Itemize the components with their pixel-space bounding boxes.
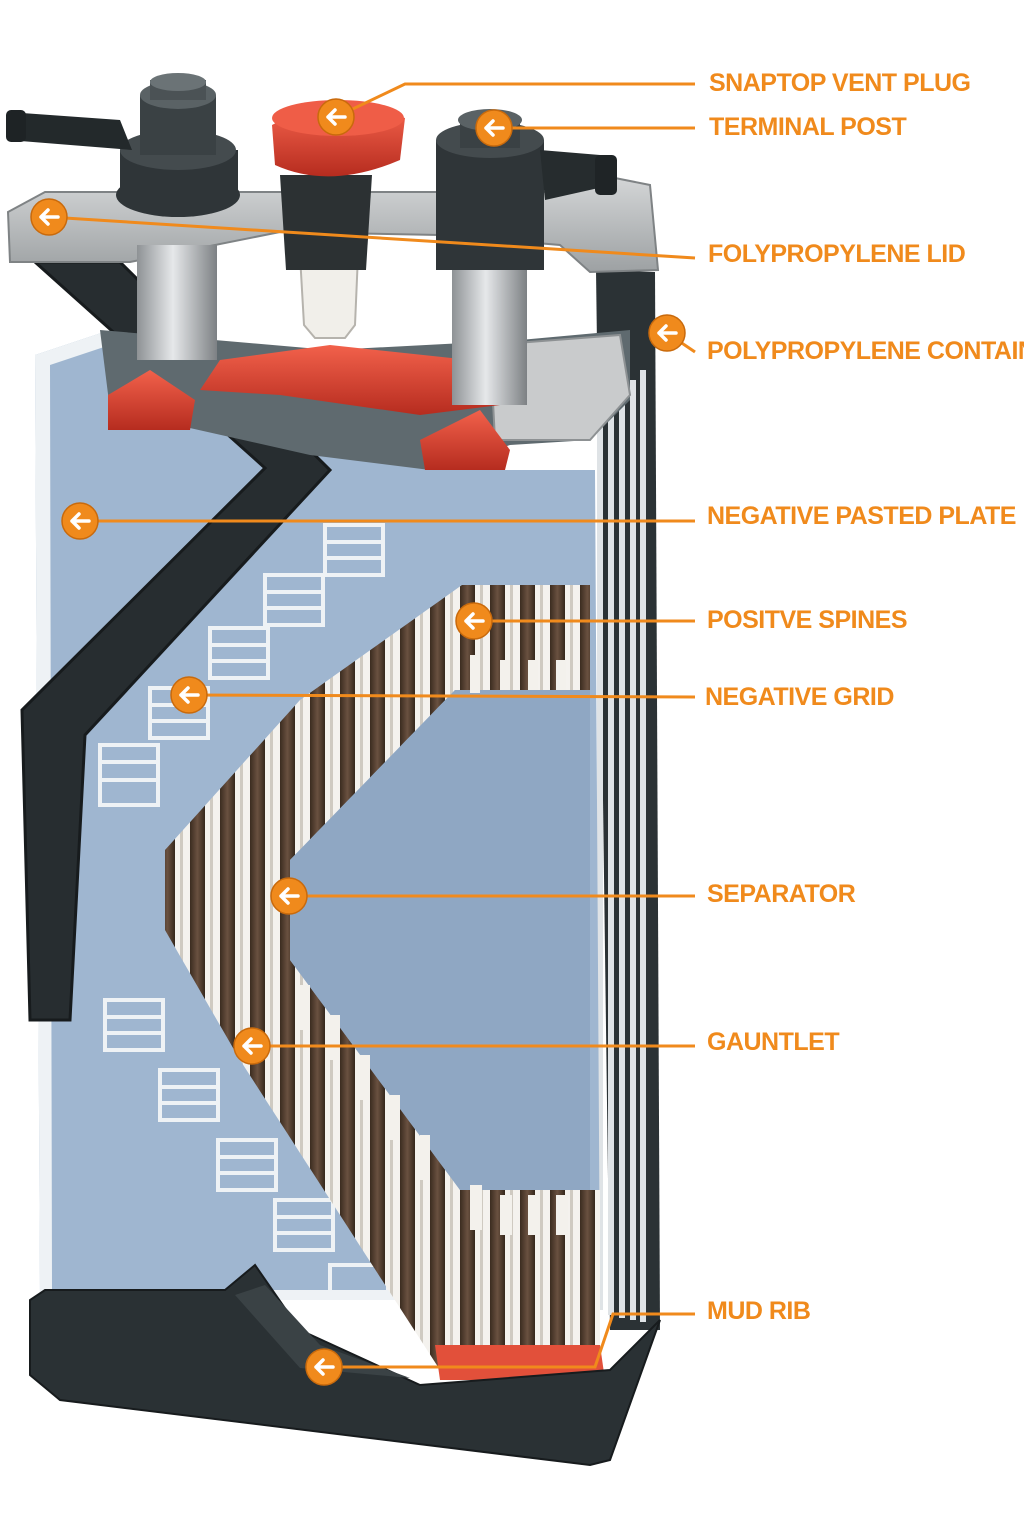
base-front-lip (235, 1285, 410, 1378)
red-busbar-right (420, 410, 510, 470)
arrow-left-icon (475, 109, 513, 147)
separator-chevron-inner (290, 690, 590, 1190)
leader-line-polypropylene-lid (48, 215, 696, 260)
arrow-left-icon (305, 1348, 343, 1386)
mud-rib-strip (435, 1345, 605, 1380)
leader-line-mud-rib (324, 1312, 695, 1369)
red-busbar-top (200, 345, 500, 415)
leader-line-snaptop-vent-plug (335, 82, 695, 119)
arrow-glyph-gauntlet (242, 1037, 263, 1055)
label-mud-rib: MUD RIB (707, 1297, 811, 1325)
leader-line-negative-grid (188, 693, 696, 699)
label-polypropylene-lid: FOLYPROPYLENE LID (708, 240, 966, 268)
post-cylinder-right (452, 255, 527, 405)
arrow-glyph-polypropylene-lid (39, 208, 60, 226)
arrow-left-icon (648, 314, 686, 352)
label-negative-grid: NEGATIVE GRID (705, 683, 894, 711)
arrow-glyph-mud-rib (314, 1358, 335, 1376)
post-cylinder-left (137, 245, 217, 360)
left-terminal-assembly (6, 73, 240, 217)
arrow-left-icon (455, 602, 493, 640)
positive-spine-tips (300, 655, 568, 1235)
arrow-left-icon (233, 1027, 271, 1065)
arrow-left-icon (30, 198, 68, 236)
snaptop-vent-plug-shape (272, 100, 405, 270)
arrow-left-icon (317, 98, 355, 136)
arrow-glyph-terminal-post (484, 119, 505, 137)
arrow-left-icon (270, 877, 308, 915)
label-negative-pasted-plate: NEGATIVE PASTED PLATE (707, 502, 1016, 530)
label-positive-spines: POSITVE SPINES (707, 606, 908, 634)
arrow-glyph-snaptop-vent-plug (326, 108, 347, 126)
label-polypropylene-container: POLYPROPYLENE CONTAINER (707, 337, 1024, 365)
arrow-left-icon (61, 502, 99, 540)
arrow-glyph-polypropylene-container (657, 324, 678, 342)
arrow-glyph-separator (279, 887, 300, 905)
arrow-left-icon (170, 676, 208, 714)
label-terminal-post: TERMINAL POST (709, 113, 907, 141)
arrow-glyph-negative-pasted-plate (70, 512, 91, 530)
label-gauntlet: GAUNTLET (707, 1028, 840, 1056)
arrow-glyph-positive-spines (464, 612, 485, 630)
arrow-glyph-negative-grid (179, 686, 200, 704)
label-separator: SEPARATOR (707, 880, 856, 908)
label-snaptop-vent-plug: SNAPTOP VENT PLUG (709, 69, 971, 97)
red-busbar-left (108, 370, 195, 430)
plate-edges (597, 370, 646, 1322)
